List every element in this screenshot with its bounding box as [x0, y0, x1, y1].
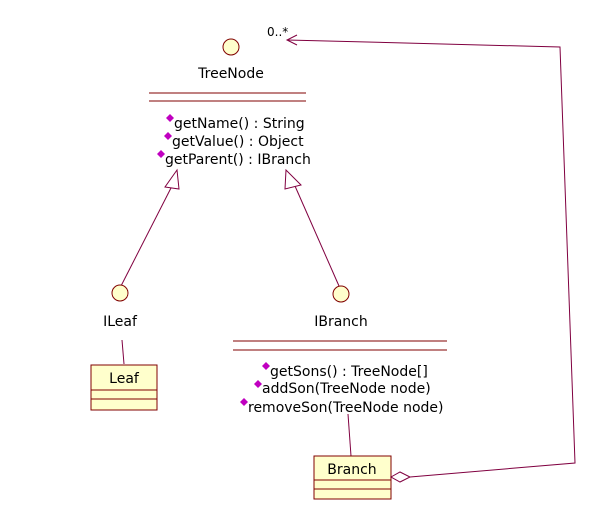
- ibranch-operation-label: getSons() : TreeNode[]: [270, 364, 428, 380]
- leaf-name: Leaf: [109, 371, 140, 387]
- generalization-line: [120, 185, 173, 287]
- operation-public-icon: [157, 150, 165, 158]
- treenode-lollipop-icon: [222, 38, 240, 56]
- treenode-operation: getName() : String: [166, 114, 305, 132]
- ibranch-lollipop-icon: [332, 285, 350, 303]
- leaf-box: [90, 364, 158, 411]
- operation-public-icon: [240, 398, 248, 406]
- treenode-name: TreeNode: [197, 66, 264, 82]
- generalization-ileaf-treenode[interactable]: [120, 168, 180, 287]
- ibranch-operation: addSon(TreeNode node): [254, 380, 431, 397]
- realization-leaf-ileaf[interactable]: [121, 339, 125, 365]
- aggregation-line: [286, 39, 576, 478]
- generalization-line: [294, 185, 340, 287]
- interface-treenode[interactable]: TreeNode getName() : String getValue() :…: [149, 38, 311, 168]
- ibranch-operation: getSons() : TreeNode[]: [262, 362, 428, 380]
- ibranch-operation-label: removeSon(TreeNode node): [248, 400, 444, 416]
- multiplicity-label: 0..*: [267, 25, 288, 39]
- ileaf-lollipop-icon: [111, 284, 129, 302]
- aggregation-diamond-icon: [389, 471, 412, 483]
- ibranch-name: IBranch: [314, 314, 368, 330]
- interface-ileaf[interactable]: ILeaf: [103, 284, 138, 330]
- operation-public-icon: [262, 362, 270, 370]
- aggregation-arrowhead-icon: [285, 34, 298, 46]
- treenode-operation-label: getValue() : Object: [172, 134, 304, 150]
- class-branch[interactable]: Branch: [313, 455, 392, 500]
- generalization-arrowhead-icon: [284, 168, 302, 190]
- generalization-ibranch-treenode[interactable]: [284, 168, 340, 287]
- treenode-operation: getParent() : IBranch: [157, 150, 311, 168]
- treenode-operation-label: getName() : String: [174, 116, 305, 132]
- operation-public-icon: [166, 114, 174, 122]
- operation-public-icon: [164, 132, 172, 140]
- ileaf-name: ILeaf: [103, 314, 138, 330]
- treenode-operation: getValue() : Object: [164, 132, 304, 150]
- interface-ibranch[interactable]: IBranch getSons() : TreeNode[] addSon(Tr…: [233, 285, 447, 416]
- operation-public-icon: [254, 380, 262, 388]
- aggregation-branch-treenode[interactable]: 0..*: [267, 25, 576, 483]
- treenode-operation-label: getParent() : IBranch: [165, 152, 311, 168]
- realization-branch-ibranch[interactable]: [347, 413, 352, 457]
- generalization-arrowhead-icon: [164, 168, 180, 190]
- ibranch-operation: removeSon(TreeNode node): [240, 398, 444, 416]
- branch-name: Branch: [327, 462, 376, 478]
- class-leaf[interactable]: Leaf: [90, 364, 158, 411]
- ibranch-operation-label: addSon(TreeNode node): [262, 381, 431, 397]
